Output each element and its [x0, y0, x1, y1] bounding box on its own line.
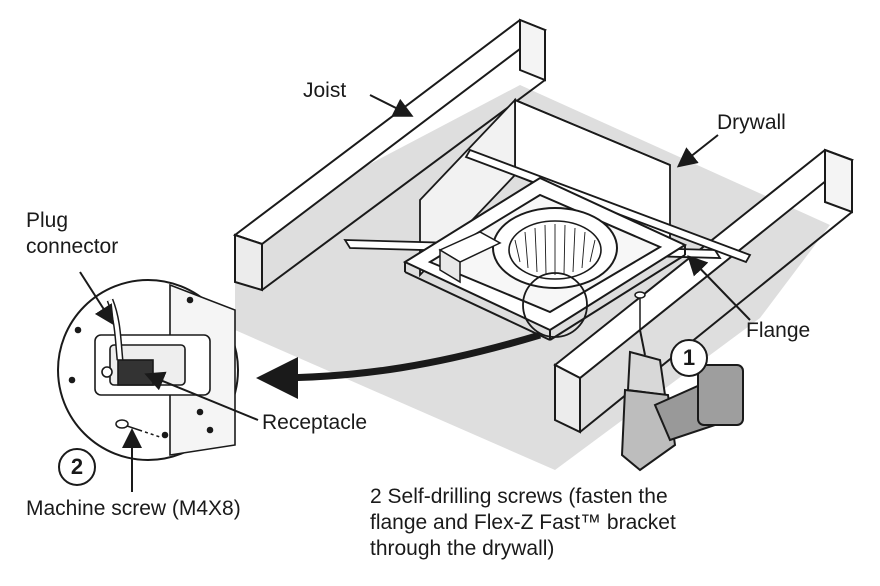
self-drilling-screws-note: 2 Self-drilling screws (fasten the flang…: [370, 484, 676, 562]
receptacle-label: Receptacle: [262, 411, 368, 434]
flange-leader: [687, 255, 751, 321]
joist-label: Joist: [303, 79, 347, 102]
joist-leader: [369, 94, 414, 117]
blower-wheel: [492, 207, 618, 289]
receptacle-leader: [144, 371, 259, 421]
step-2-badge: 2: [58, 448, 96, 486]
step-1-badge: 1: [670, 339, 708, 377]
self-drilling-screw: [634, 291, 646, 330]
note-line-3: through the drywall): [370, 537, 555, 560]
plug-connector-leader: [79, 271, 115, 326]
note-line-1: 2 Self-drilling screws (fasten the: [370, 485, 668, 508]
leader-lines: [79, 94, 751, 492]
machine-screw-label: Machine screw (M4X8): [26, 497, 241, 520]
note-line-2: flange and Flex-Z Fast™ bracket: [370, 511, 676, 534]
drill: [620, 329, 744, 472]
plug-connector-label-line2: connector: [26, 235, 119, 258]
drywall-label: Drywall: [717, 111, 786, 134]
detail-source-circle: [522, 272, 588, 338]
wiring-box: [438, 231, 502, 284]
detail-callout-arrow: [256, 331, 542, 399]
drywall-leader: [676, 134, 719, 168]
detail-view: [57, 279, 239, 461]
left-joist: [232, 18, 548, 292]
flange-label: Flange: [746, 319, 811, 342]
plug-connector-label-line1: Plug: [26, 209, 69, 232]
